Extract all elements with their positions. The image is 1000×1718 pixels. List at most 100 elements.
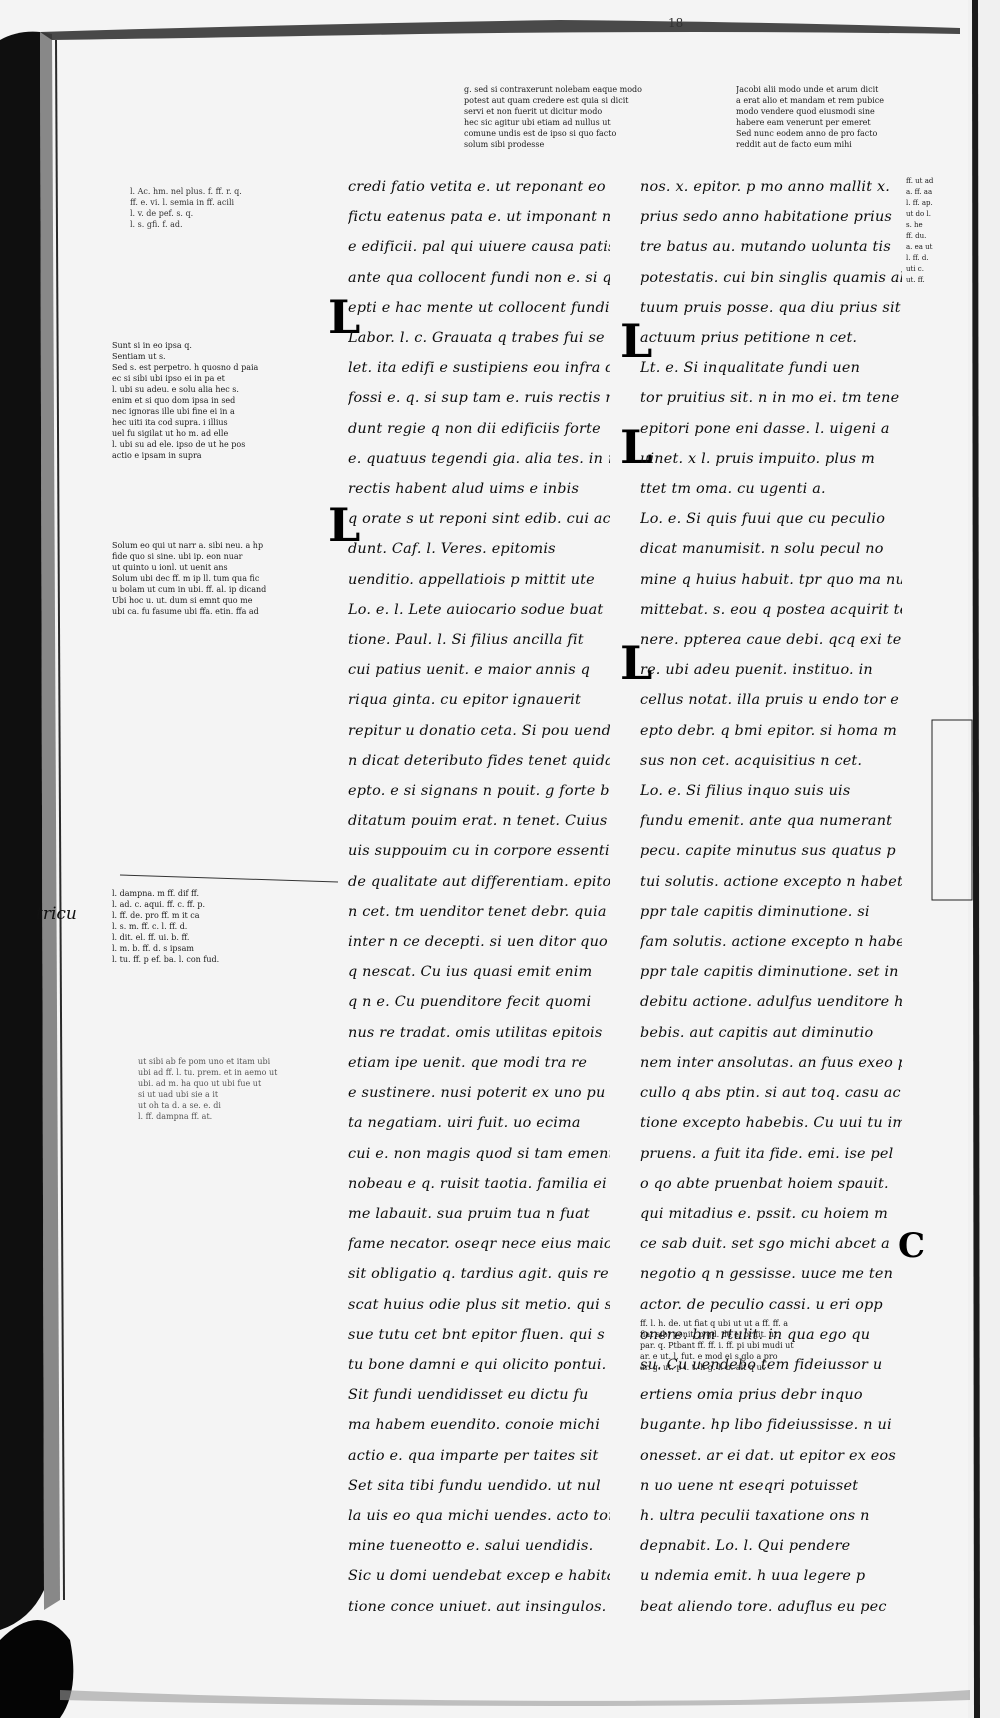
text-line: n uo uene nt eseqri potuisset [640, 1477, 859, 1494]
gloss-line: potest aut quam credere est quia si dici… [464, 96, 629, 105]
gloss-line: ut sibi ab fe pom uno et itam ubi [138, 1057, 271, 1066]
text-line: Sit fundi uendidisset eu dictu fu [348, 1387, 589, 1404]
text-line: e sustinere. nusi poterit ex uno pu [348, 1085, 606, 1102]
text-line: negotio q n gessisse. uuce me ten [640, 1266, 894, 1283]
gloss-top-right: Jacobi alii modo unde et arum dicit a er… [736, 84, 976, 150]
text-line: epto. e si signans n pouit. g forte bi [348, 783, 610, 800]
text-line: pruens. a fuit ita fide. emi. ise pel [640, 1145, 894, 1162]
text-line: epto debr. q bmi epitor. si homa m [640, 722, 897, 739]
gloss-line: l. ff. de. pro ff. m it ca [112, 911, 200, 920]
text-line: bebis. aut capitis aut diminutio [640, 1024, 874, 1041]
text-line: e. quatuus tegendi gia. alia tes. in ru [348, 450, 610, 467]
text-line: scat huius odie plus sit metio. qui s [348, 1296, 610, 1313]
gloss-bottom: ff. l. h. de. ut fiat q ubi ut ut a ff. … [640, 1318, 940, 1373]
text-line: rectis habent alud uims e inbis [348, 481, 580, 498]
gloss-line: uti c. [906, 265, 924, 273]
text-line: cellus notat. illa pruis u endo tor e [640, 692, 900, 709]
text-line: ditatum pouim erat. n tenet. Cuius [348, 813, 608, 830]
gloss-line: Jacobi alii modo unde et arum dicit [736, 85, 879, 94]
gloss-line: Sed s. est perpetro. h quosno d paia [112, 363, 259, 372]
text-line: actuum prius petitione n cet. [640, 330, 858, 347]
gloss-line: Sed nunc eodem anno de pro facto [736, 129, 878, 138]
text-line: Set sita tibi fundu uendido. ut nul [348, 1477, 601, 1494]
text-line: ma habem euendito. conoie michi [348, 1417, 601, 1434]
gloss-line: l. m. b. ff. d. s ipsam [112, 944, 195, 953]
text-line: Lt. e. Si inqualitate fundi uen [640, 360, 861, 377]
text-line: fossi e. q. si sup tam e. ruis rectis re [348, 390, 610, 407]
text-line: nobeau e q. ruisit taotia. familia ei fa [348, 1175, 610, 1192]
gloss-line: ut. ff. [906, 276, 925, 284]
initial-letter: C [898, 1226, 926, 1266]
gloss-line: ubi. ad m. ha quo ut ubi fue ut [138, 1079, 262, 1088]
text-line: sit obligatio q. tardius agit. quis re [348, 1266, 609, 1283]
gloss-line: fiat sibi ponit. p gd. de ei pruit. ut [640, 1330, 778, 1339]
text-line: tre batus au. mutando uolunta tis [640, 239, 891, 256]
gloss-line: Solum eo qui ut narr a. sibi neu. a hp [112, 541, 264, 550]
gloss-left-d: l. dampna. m ff. dif ff. l. ad. c. aqui.… [112, 888, 342, 965]
gloss-line: servi et non fuerit ut dicitur modo [464, 107, 603, 116]
gloss-right-margin: ff. ut ad a. ff. aa l. ff. ap. ut do l. … [906, 176, 976, 286]
text-line: n cet. tm uenditor tenet debr. quia [348, 903, 607, 920]
gloss-line: Sentiam ut s. [112, 352, 166, 361]
text-line: tor pruitius sit. n in mo ei. tm tene [640, 390, 900, 407]
gloss-line: s. he [906, 221, 923, 229]
gloss-line: ec si sibi ubi ipso ei in pa et [112, 374, 225, 383]
text-line: debitu actione. adulfus uenditore ha [640, 994, 902, 1011]
text-line: tione conce uniuet. aut insingulos. an [348, 1598, 610, 1615]
gloss-line: ut do l. [906, 210, 931, 218]
main-text-column-right: nos. x. epitor. p mo anno mallit x.prius… [640, 172, 902, 1622]
gloss-line: ubi ad ff. l. tu. prem. et in aemo ut [138, 1068, 278, 1077]
text-line: Labor. l. c. Grauata q trabes fui se [348, 330, 605, 347]
gloss-line: a erat alio et mandam et rem pubice [736, 96, 885, 105]
text-line: actor. de peculio cassi. u eri opp [640, 1296, 883, 1313]
text-line: sus non cet. acquisitius n cet. [640, 752, 863, 769]
gloss-line: l. ff. d. [906, 254, 929, 262]
page-corner-shadow [0, 1620, 74, 1718]
text-line: o qo abte pruenbat hoiem spauit. [640, 1175, 889, 1192]
gloss-line: hec sic agitur ubi etiam ad nullus ut [464, 118, 611, 127]
text-line: Lo. e. Si filius inquo suis uis [640, 783, 851, 800]
text-line: q n e. Cu puenditore fecit quomi [348, 994, 592, 1011]
text-line: tione excepto habebis. Cu uui tu im [640, 1115, 902, 1132]
text-line: me labauit. sua pruim tua n fuat [348, 1205, 590, 1222]
binding-shadow [0, 31, 44, 1631]
gloss-line: habere eam venerunt per emeret [736, 118, 871, 127]
gloss-line: actio e ipsam in supra [112, 451, 202, 460]
gloss-line: comune undis est de ipso si quo facto [464, 129, 617, 138]
text-line: cui patius uenit. e maior annis q [348, 662, 591, 679]
gloss-line: Solum ubi dec ff. m ip ll. tum qua fic [112, 574, 260, 583]
text-line: tu bone damni e qui olicito pontui. [348, 1356, 607, 1373]
gloss-line: ar. g. ut. p l. t. h g. l. b. alt q ut [640, 1363, 765, 1372]
gloss-left-b: Sunt si in eo ipsa q. Sentiam ut s. Sed … [112, 340, 342, 461]
text-line: ttet tm oma. cu ugenti a. [640, 481, 826, 498]
gloss-top-left: g. sed si contraxerunt nolebam eaque mod… [464, 84, 726, 150]
text-line: tuum pruis posse. qua diu prius sit [640, 299, 901, 316]
gloss-left-a: l. Ac. hm. nel plus. f. ff. r. q. ff. e.… [130, 186, 342, 230]
text-line: fame necator. oseqr nece eius maior [348, 1236, 610, 1253]
gloss-line: ff. ut ad [906, 177, 934, 185]
text-line: cui e. non magis quod si tam emente [348, 1145, 610, 1162]
text-line: epitori pone eni dasse. l. uigeni a [640, 420, 890, 437]
gloss-line: Ubi hoc u. ut. dum si emnt quo me [112, 596, 253, 605]
gloss-line: l. s. gfi. f. ad. [130, 220, 183, 229]
initial-letter: L [328, 290, 361, 344]
gloss-line: l. ubi su adeu. e solu alia hec s. [112, 385, 239, 394]
gloss-line: enim et si quo dom ipsa in sed [112, 396, 236, 405]
text-line: ante qua collocent fundi non e. si qui t… [348, 269, 610, 286]
text-line: dunt regie q non dii edificiis forte [348, 420, 601, 437]
gloss-line: l. ad. c. aqui. ff. c. ff. p. [112, 900, 206, 909]
text-line: de qualitate aut differentiam. epitone [348, 873, 610, 890]
gloss-line: hec uiti ita cod supra. i illius [112, 418, 228, 427]
gloss-line: l. ff. ap. [906, 199, 933, 207]
text-line: cullo q abs ptin. si aut toq. casu ac [640, 1085, 901, 1102]
gloss-line: u bolam ut cum in ubi. ff. al. ip dicand [112, 585, 267, 594]
gloss-line: ut oh ta d. a se. e. di [138, 1101, 221, 1110]
text-line: ta negatiam. uiri fuit. uo ecima [348, 1115, 581, 1132]
gloss-line: l. dit. el. ff. ui. b. ff. [112, 933, 190, 942]
text-line: uenditio. appellatiois p mittit ute [348, 571, 595, 588]
gloss-line: Sunt si in eo ipsa q. [112, 341, 192, 350]
text-line: potestatis. cui bin singlis quamis al [640, 269, 902, 286]
gloss-line: nec ignoras ille ubi fine ei in a [112, 407, 235, 416]
text-line: nem inter ansolutas. an fuus exeo pe [640, 1054, 902, 1071]
